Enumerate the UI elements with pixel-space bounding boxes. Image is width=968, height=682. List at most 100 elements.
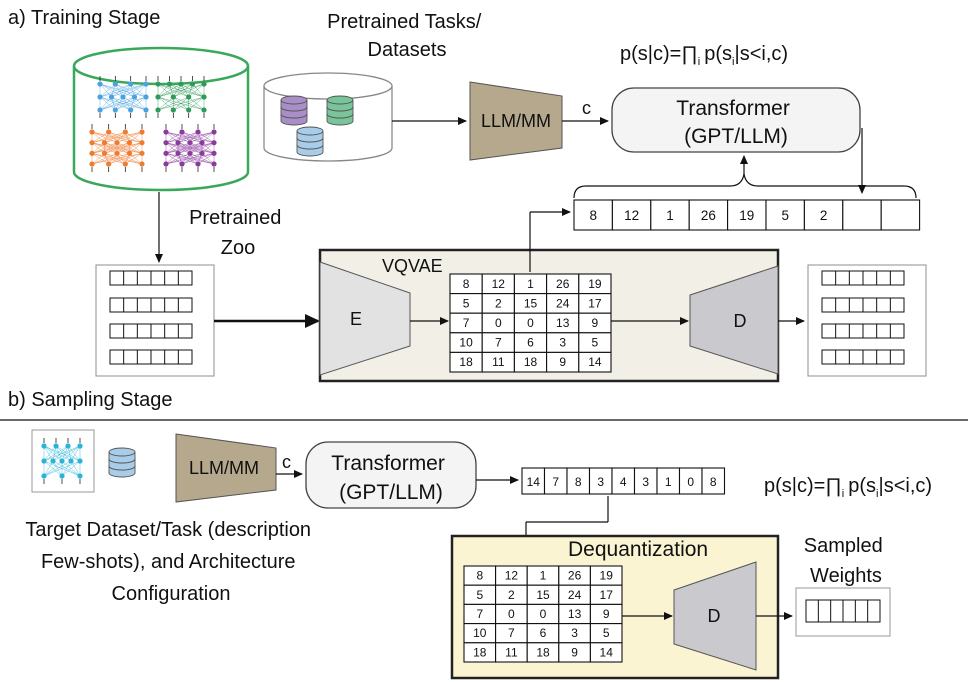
code-value: 24 xyxy=(568,588,582,602)
sampling-transformer-label: Transformer (GPT/LLM) xyxy=(331,452,450,504)
code-value: 3 xyxy=(571,626,578,640)
code-value: 7 xyxy=(508,626,515,640)
token-cell xyxy=(727,199,767,231)
code-value: 19 xyxy=(588,277,602,291)
token-value: 5 xyxy=(781,208,789,223)
code-value: 12 xyxy=(492,277,506,291)
code-value: 26 xyxy=(556,277,570,291)
code-value: 12 xyxy=(505,569,519,583)
dequantization-label: Dequantization xyxy=(568,538,708,561)
code-value: 0 xyxy=(508,607,515,621)
code-value: 18 xyxy=(524,355,538,369)
token-cell xyxy=(880,199,921,231)
code-value: 2 xyxy=(508,588,515,602)
token-cell xyxy=(803,199,844,231)
llm-mm-block xyxy=(469,81,563,161)
token-value: 8 xyxy=(589,208,597,223)
code-value: 1 xyxy=(527,277,534,291)
code-value: 9 xyxy=(603,607,610,621)
input-weights-rows xyxy=(109,270,193,365)
code-value: 0 xyxy=(540,607,547,621)
token-value: 1 xyxy=(666,208,674,223)
decoder-block xyxy=(689,265,779,375)
token-value: 26 xyxy=(701,208,716,223)
code-value: 7 xyxy=(476,607,483,621)
code-value: 10 xyxy=(459,336,473,350)
code-value: 3 xyxy=(559,336,566,350)
code-value: 18 xyxy=(473,645,487,659)
token-value: 2 xyxy=(820,208,828,223)
llm-mm-label: LLM/MM xyxy=(481,111,551,131)
code-value: 14 xyxy=(588,355,602,369)
token-cell xyxy=(701,467,726,495)
decoder-label: D xyxy=(734,311,747,331)
code-value: 1 xyxy=(540,569,547,583)
transformer-label: Transformer (GPT/LLM) xyxy=(676,97,795,148)
code-value: 18 xyxy=(536,645,550,659)
sampling-condition-c-label: c xyxy=(282,452,291,472)
code-value: 2 xyxy=(495,296,502,310)
code-value: 5 xyxy=(592,336,599,350)
code-value: 5 xyxy=(476,588,483,602)
code-value: 15 xyxy=(536,588,550,602)
pretrained-tasks-label: Pretrained Tasks/ Datasets xyxy=(327,11,487,61)
pretrained-zoo-label: Pretrained Zoo xyxy=(189,207,287,259)
sampling-llm-mm-label: LLM/MM xyxy=(189,458,259,478)
target-network-icon xyxy=(41,438,83,484)
code-value: 24 xyxy=(556,296,570,310)
svg-text:p(s|c)=∏ip(si|s<i,c): p(s|c)=∏ip(si|s<i,c) xyxy=(620,43,788,68)
code-value: 5 xyxy=(463,296,470,310)
token-value: 3 xyxy=(597,475,604,489)
code-value: 6 xyxy=(540,626,547,640)
sampling-stage-title: b) Sampling Stage xyxy=(8,389,173,411)
token-value: 0 xyxy=(687,475,694,489)
code-value: 8 xyxy=(476,569,483,583)
condition-c-label: c xyxy=(582,98,591,118)
target-dataset-icon xyxy=(108,447,136,478)
transformer-box xyxy=(611,87,861,153)
token-cell xyxy=(650,199,690,231)
token-cell xyxy=(611,199,652,231)
token-value: 3 xyxy=(642,475,649,489)
token-cell xyxy=(765,199,805,231)
vqvae-label: VQVAE xyxy=(382,256,443,276)
code-value: 9 xyxy=(571,645,578,659)
code-value: 9 xyxy=(559,355,566,369)
token-value: 12 xyxy=(624,208,639,223)
token-value: 1 xyxy=(665,475,672,489)
token-value: 19 xyxy=(739,208,754,223)
code-value: 18 xyxy=(459,355,473,369)
code-value: 11 xyxy=(492,355,505,369)
training-token-sequence: 8 12 1 26 19 5 2 xyxy=(573,199,921,231)
token-cell xyxy=(842,199,882,231)
sampling-decoder-block xyxy=(673,561,757,671)
code-cell xyxy=(578,351,612,373)
code-value: 0 xyxy=(495,316,502,330)
code-value: 19 xyxy=(600,569,614,583)
sampled-weights-row xyxy=(805,599,881,623)
code-value: 14 xyxy=(600,645,614,659)
token-value: 4 xyxy=(620,475,627,489)
token-value: 8 xyxy=(575,475,582,489)
code-value: 5 xyxy=(603,626,610,640)
code-value: 6 xyxy=(527,336,534,350)
code-cell xyxy=(589,642,623,663)
target-task-description: Target Dataset/Task (description Few-sho… xyxy=(25,519,316,605)
token-value: 14 xyxy=(527,475,541,489)
sampling-transformer-box xyxy=(305,441,477,509)
code-value: 17 xyxy=(600,588,614,602)
code-value: 13 xyxy=(568,607,582,621)
code-value: 9 xyxy=(592,316,599,330)
token-value: 7 xyxy=(552,475,559,489)
code-value: 17 xyxy=(588,296,602,310)
sequence-brace xyxy=(573,173,917,199)
code-value: 10 xyxy=(473,626,487,640)
encoder-block xyxy=(319,261,411,376)
training-stage-title: a) Training Stage xyxy=(8,7,160,29)
svg-text:p(s|c)=∏ip(si|s<i,c): p(s|c)=∏ip(si|s<i,c) xyxy=(764,475,932,500)
